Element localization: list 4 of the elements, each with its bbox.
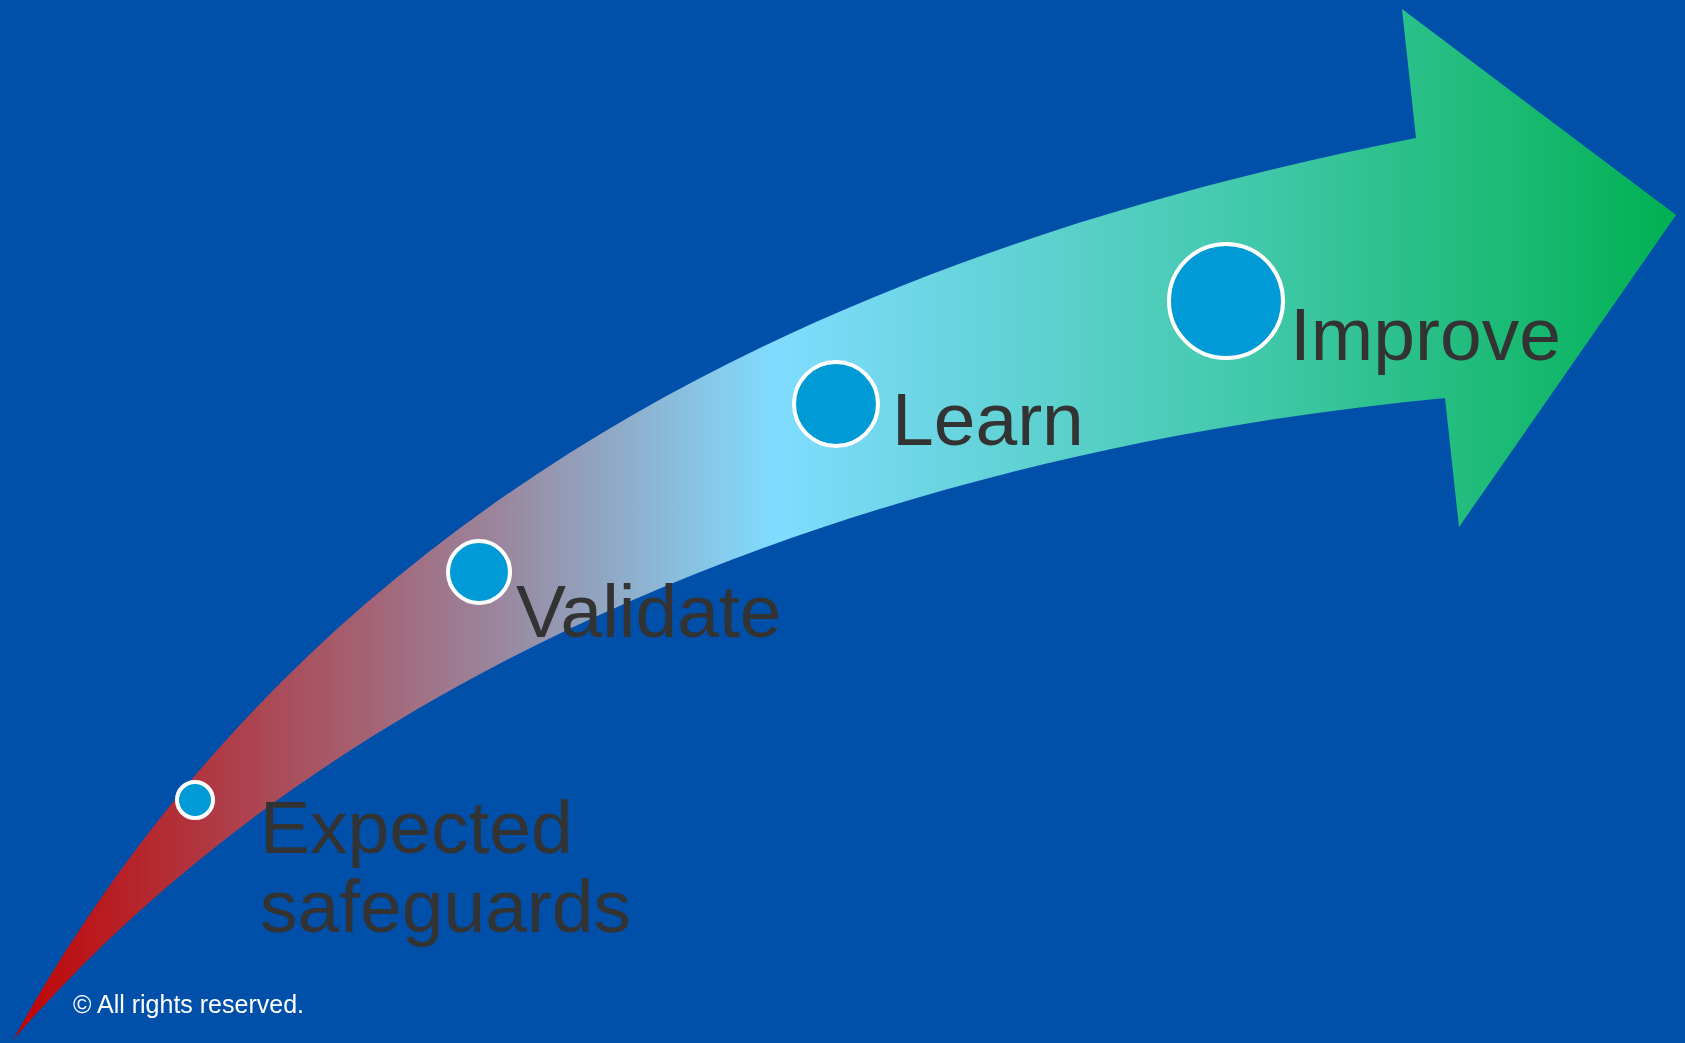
step-label: Improve [1290,295,1562,374]
copyright-note: © All rights reserved. [73,990,304,1019]
step-label: Learn [892,380,1085,459]
step-label: Expected safeguards [260,788,633,946]
